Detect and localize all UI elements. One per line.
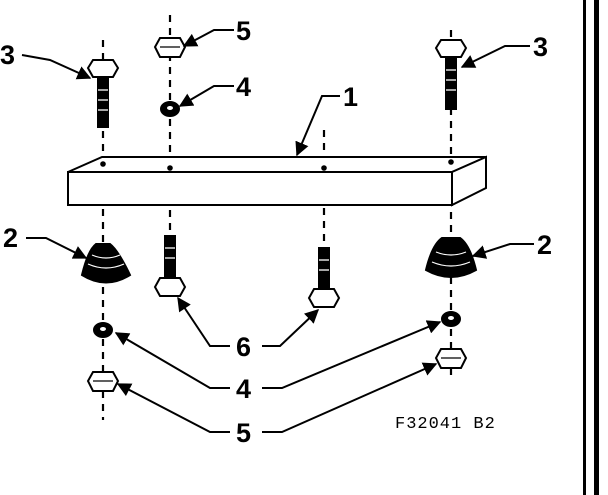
- rubber-foot-right: [424, 237, 478, 278]
- rubber-foot-left: [80, 243, 132, 284]
- callout-part-4-top: 4: [236, 72, 251, 102]
- nut-bottom-left: [86, 371, 120, 392]
- stud-left: [153, 235, 187, 297]
- callout-part-5-top: 5: [236, 16, 251, 46]
- callout-part-5-bottom: 5: [236, 418, 251, 448]
- drawing-code: F32041 B2: [395, 415, 496, 434]
- callout-part-2-left: 2: [3, 223, 18, 253]
- washer-bottom-right: [441, 311, 461, 327]
- mounting-bar: [67, 155, 487, 207]
- right-border: [583, 0, 599, 495]
- nut-top: [153, 37, 187, 58]
- bolt-top-left: [86, 59, 120, 128]
- callout-part-6: 6: [236, 332, 251, 362]
- assembly-axes: [101, 15, 453, 420]
- callout-part-4-bottom: 4: [236, 374, 251, 404]
- nut-bottom-right: [434, 348, 468, 369]
- bolt-top-right: [434, 39, 468, 110]
- callout-labels: 1 2 2 3 3 4 4 5 5 6: [0, 16, 552, 448]
- callout-part-3-right: 3: [533, 32, 548, 62]
- stud-right: [307, 247, 341, 308]
- leader-lines: [21, 29, 534, 433]
- callout-part-2-right: 2: [537, 230, 552, 260]
- callout-part-1: 1: [343, 82, 358, 112]
- washer-top: [160, 101, 180, 117]
- washer-bottom-left: [93, 322, 113, 338]
- callout-part-3-left: 3: [0, 40, 15, 70]
